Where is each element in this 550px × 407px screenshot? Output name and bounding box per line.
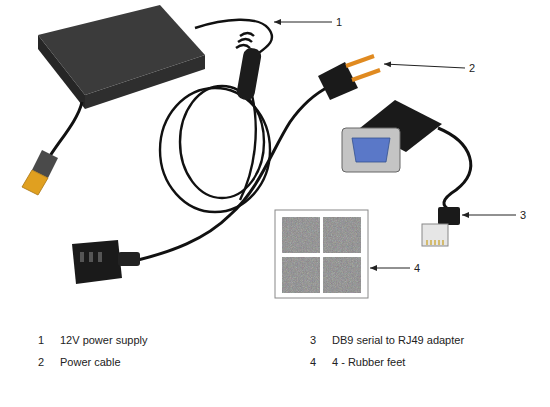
callout-number: 2 — [469, 61, 475, 75]
dc-cord — [50, 102, 82, 156]
leader-line — [384, 64, 465, 68]
mains-plug — [318, 56, 380, 100]
power-supply-brick — [38, 5, 205, 109]
part-name: 4 - Rubber feet — [332, 355, 405, 369]
part-name: 12V power supply — [60, 333, 147, 347]
iec-connector — [72, 240, 140, 284]
key-number: 1 — [38, 333, 44, 347]
leader-line — [274, 22, 332, 23]
part-name: DB9 serial to RJ49 adapter — [332, 333, 464, 347]
callout-number: 1 — [336, 15, 342, 29]
ferrite-bead — [236, 47, 263, 101]
leader-line — [370, 268, 410, 269]
leader-line — [462, 215, 516, 216]
ac-cord — [138, 86, 330, 260]
rubber-feet — [275, 210, 368, 298]
barrel-plug-tip — [22, 170, 48, 195]
key-number: 3 — [310, 333, 316, 347]
key-number: 2 — [38, 355, 44, 369]
callout-number: 4 — [414, 261, 420, 275]
callout-number: 3 — [520, 208, 526, 222]
part-name: Power cable — [60, 355, 121, 369]
key-number: 4 — [310, 355, 316, 369]
